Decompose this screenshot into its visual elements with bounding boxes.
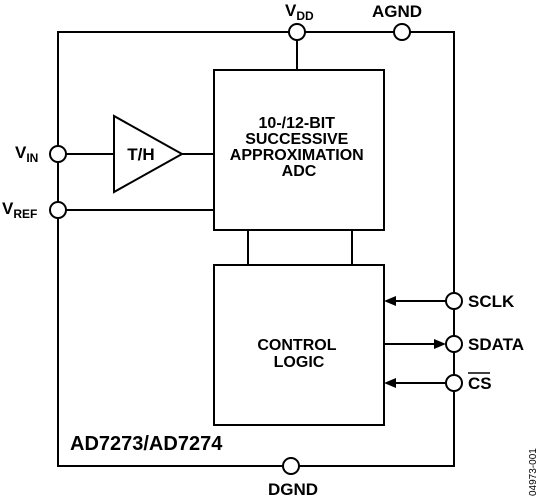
- sclk-arrow: [384, 296, 396, 306]
- vin-pin: [49, 145, 67, 163]
- cs-label: CS: [468, 374, 492, 393]
- control-logic-label: CONTROL LOGIC: [257, 337, 340, 371]
- sdata-pin: [445, 335, 463, 353]
- adc-label: 10-/12-BIT SUCCESSIVE APPROXIMATION ADC: [230, 115, 368, 180]
- adc-block: [213, 69, 385, 231]
- sclk-label: SCLK: [468, 292, 515, 311]
- vdd-label: VDD: [285, 1, 314, 23]
- sdata-label: SDATA: [468, 335, 524, 354]
- agnd-pin: [393, 23, 411, 41]
- chip-outline: [57, 31, 455, 467]
- vref-label: VREF: [2, 199, 37, 221]
- vin-label: VIN: [15, 143, 38, 165]
- control-logic-block: [213, 264, 385, 426]
- vdd-pin: [288, 23, 306, 41]
- sclk-pin: [445, 292, 463, 310]
- track-hold-label: T/H: [127, 145, 154, 164]
- part-number: AD7273/AD7274: [70, 433, 223, 455]
- dgnd-pin: [282, 457, 300, 475]
- vref-pin: [49, 201, 67, 219]
- dgnd-label: DGND: [268, 480, 318, 499]
- cs-pin: [445, 374, 463, 392]
- agnd-label: AGND: [372, 2, 422, 21]
- figure-id: 04973-001: [528, 448, 539, 496]
- cs-arrow: [384, 378, 396, 388]
- sdata-arrow: [434, 339, 446, 349]
